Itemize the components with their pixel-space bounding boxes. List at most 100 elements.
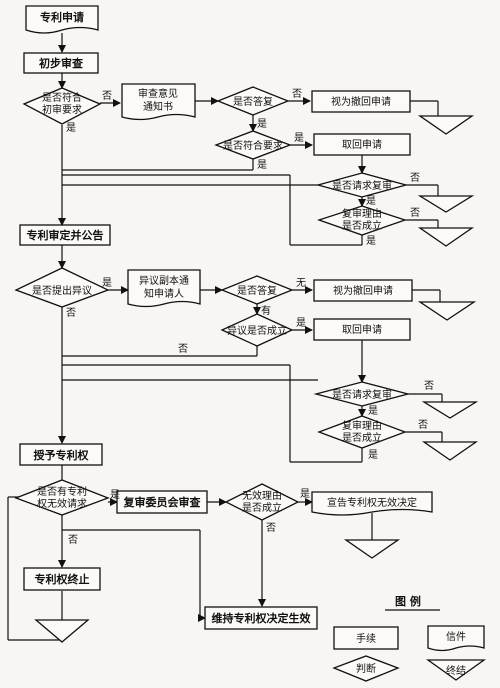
terminal-7 — [343, 539, 401, 559]
decision-invalidation-request: 是否有专利 权无效请求 — [14, 479, 110, 516]
edge-label-none: 无 — [296, 278, 306, 289]
node-deemed-withdrawn-2: 视为撤回申请 — [313, 279, 413, 302]
terminal-6 — [421, 441, 479, 461]
decision-whether-reply-2: 是否答复 — [220, 275, 294, 305]
legend-document-label: 信件 — [446, 631, 466, 643]
label-n14: 维持专利权决定生效 — [212, 611, 312, 625]
decision-invalidation-grounds: 无效理由 是否成立 — [224, 483, 300, 521]
decision-reexamination-grounds-2: 复审理由 是否成立 — [317, 415, 407, 449]
edge-label-yes: 是 — [294, 132, 304, 144]
edge-label-no: 否 — [410, 172, 420, 184]
node-maintain-patent-decision: 维持专利权决定生效 — [204, 606, 318, 630]
legend-process-label: 手续 — [356, 632, 376, 645]
label-d6: 是否提出异议 — [32, 284, 92, 297]
edge-label-no: 否 — [424, 380, 434, 392]
label-n7-line1: 异议副本通 — [139, 274, 189, 287]
terminal-5 — [421, 401, 479, 419]
legend-terminal: 终结 — [425, 659, 487, 681]
edge-label-yes: 是 — [102, 277, 112, 289]
edge-label-yes: 是 — [366, 235, 376, 247]
legend-title: 图 例 — [395, 594, 421, 608]
edge-label-yes: 是 — [368, 405, 378, 417]
decision-reexamination-grounds-1: 复审理由 是否成立 — [316, 205, 408, 236]
legend-document: 信件 — [427, 625, 485, 652]
node-retrieve-application-2: 取回申请 — [313, 318, 411, 341]
legend-decision-label: 判断 — [356, 662, 376, 675]
label-d1-line1: 是否符合 — [42, 91, 82, 104]
label-n12: 宣告专利权无效决定 — [327, 496, 417, 509]
edge-label-no: 否 — [410, 207, 420, 219]
edge-label-yes: 是 — [296, 317, 306, 329]
label-n8: 视为撤回申请 — [333, 284, 393, 297]
label-n3-line2: 通知书 — [143, 100, 173, 113]
label-n13: 专利权终止 — [35, 572, 90, 586]
label-n5: 取回申请 — [342, 138, 382, 151]
node-grant-patent: 授予专利权 — [19, 443, 103, 466]
label-d1-line2: 初审要求 — [42, 103, 82, 116]
node-invalidation-decision: 宣告专利权无效决定 — [311, 491, 433, 516]
node-preliminary-examination: 初步审查 — [23, 52, 99, 74]
edge-label-have: 有 — [261, 304, 271, 317]
label-d3: 是否符合要求 — [223, 139, 283, 152]
edge-label-no: 否 — [178, 343, 188, 355]
node-examination-opinion-notice: 审查意见 通知书 — [121, 83, 196, 121]
node-review-board-examination: 复审委员会审查 — [116, 490, 208, 514]
edge-labels: 否 是 否 是 是 是 否 是 否 是 是 否 无 有 是 否 否 是 否 是 … — [66, 88, 434, 546]
label-d9: 是否请求复审 — [332, 388, 392, 401]
node-retrieve-application-1: 取回申请 — [313, 133, 411, 156]
edge-label-no: 否 — [266, 522, 276, 534]
label-n9: 取回申请 — [342, 323, 382, 336]
decision-request-reexamination-1: 是否请求复审 — [315, 172, 409, 198]
decision-opposition-valid: 异议是否成立 — [220, 313, 294, 347]
node-patent-approval-announcement: 专利审定并公告 — [19, 224, 111, 246]
node-opposition-copy-notice: 异议副本通 知申请人 — [127, 269, 201, 308]
node-patent-application: 专利申请 — [25, 5, 99, 34]
decision-meets-requirements: 是否符合要求 — [214, 130, 292, 160]
edge-label-yes: 是 — [66, 122, 76, 134]
label-d5-line2: 是否成立 — [342, 219, 382, 232]
legend: 图 例 手续 信件 判断 终结 — [332, 594, 487, 682]
edge-label-yes: 是 — [257, 159, 267, 171]
label-d10-line2: 是否成立 — [342, 431, 382, 444]
edge-label-no: 否 — [66, 307, 76, 319]
label-n6: 专利审定并公告 — [27, 228, 104, 242]
decision-whether-reply-1: 是否答复 — [216, 86, 290, 116]
terminal-1 — [417, 115, 475, 135]
label-patent-application: 专利申请 — [40, 10, 84, 24]
label-d8: 异议是否成立 — [227, 324, 287, 337]
edge-label-no: 否 — [102, 90, 112, 102]
label-d10-line1: 复审理由 — [342, 419, 382, 432]
label-n10: 授予专利权 — [34, 448, 90, 462]
label-d11-line1: 是否有专利 — [37, 485, 87, 498]
terminal-2 — [417, 195, 475, 213]
edge-label-yes: 是 — [366, 195, 376, 207]
label-n7-line2: 知申请人 — [144, 287, 184, 300]
terminal-3 — [417, 227, 475, 247]
label-preliminary-examination: 初步审查 — [39, 56, 83, 70]
decision-request-reexamination-2: 是否请求复审 — [313, 381, 411, 407]
terminal-8 — [34, 619, 90, 643]
edge-label-yes: 是 — [368, 449, 378, 461]
label-n11: 复审委员会审查 — [123, 495, 201, 509]
terminal-4 — [417, 301, 477, 321]
label-d4: 是否请求复审 — [332, 179, 392, 192]
label-d12-line1: 无效理由 — [242, 489, 282, 502]
legend-terminal-label: 终结 — [446, 664, 466, 677]
node-patent-termination: 专利权终止 — [23, 567, 101, 591]
edge-label-yes: 是 — [300, 488, 310, 500]
decision-opposition-filed: 是否提出异议 — [14, 267, 110, 308]
label-n4: 视为撤回申请 — [331, 95, 391, 108]
label-d11-line2: 权无效请求 — [37, 497, 87, 510]
edge-label-no: 否 — [68, 534, 78, 546]
label-d7: 是否答复 — [237, 284, 277, 297]
label-n3-line1: 审查意见 — [138, 87, 178, 100]
edge-label-no: 否 — [418, 419, 428, 431]
label-d2: 是否答复 — [233, 95, 273, 108]
edge-label-no: 否 — [292, 88, 302, 100]
edge-label-yes: 是 — [257, 118, 267, 130]
connectors — [7, 33, 443, 641]
decision-meets-preliminary-requirements: 是否符合 初审要求 — [22, 87, 102, 125]
label-d12-line2: 是否成立 — [242, 501, 282, 514]
legend-decision: 判断 — [332, 655, 400, 682]
